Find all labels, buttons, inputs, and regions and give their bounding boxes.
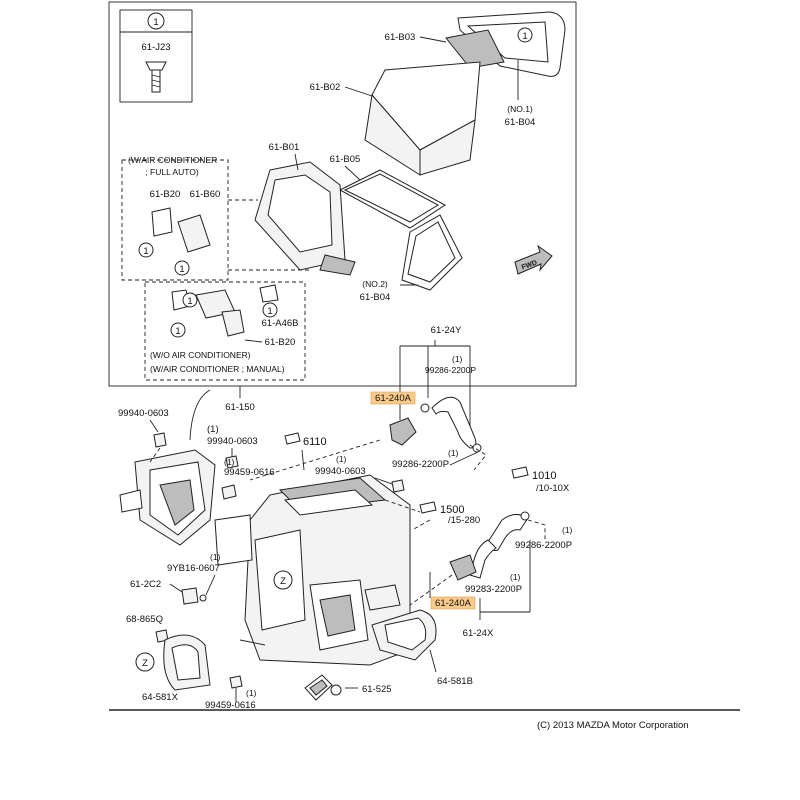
intake-61150 — [119, 449, 216, 546]
svg-text:61-B60: 61-B60 — [190, 189, 221, 200]
svg-text:68-865Q: 68-865Q — [126, 614, 163, 625]
svg-text:99286-2200P: 99286-2200P — [392, 459, 449, 470]
svg-text:Z: Z — [280, 576, 286, 587]
svg-text:61-J23: 61-J23 — [141, 42, 170, 53]
svg-text:(1): (1) — [210, 552, 221, 562]
svg-text:1: 1 — [143, 246, 148, 257]
svg-text:99940-0603: 99940-0603 — [207, 436, 258, 447]
svg-text:99283-2200P: 99283-2200P — [465, 584, 522, 595]
pipe-612c2: (1) 9YB16-0607 61-2C2 — [130, 552, 221, 605]
ref-1500: 1500 /15-280 — [411, 501, 480, 531]
svg-text:(1): (1) — [452, 354, 463, 364]
group-ac-full-auto: (W/AIR CONDITIONER ; FULL AUTO) 61-B20 6… — [121, 155, 310, 281]
svg-text:(NO.2): (NO.2) — [362, 279, 388, 289]
case-61b01: 61-B01 — [254, 142, 356, 276]
svg-text:61-24X: 61-24X — [463, 628, 494, 639]
svg-text:(W/AIR CONDITIONER ; MANUAL): (W/AIR CONDITIONER ; MANUAL) — [150, 364, 285, 374]
svg-text:61-B01: 61-B01 — [269, 142, 300, 153]
svg-text:61-B04: 61-B04 — [360, 292, 391, 303]
svg-text:6110: 6110 — [303, 436, 327, 448]
svg-text:99459-0616: 99459-0616 — [224, 467, 275, 478]
svg-text:99940-0603: 99940-0603 — [118, 408, 169, 419]
svg-text:/15-280: /15-280 — [448, 515, 480, 526]
case-61b02: 61-B02 — [310, 61, 481, 176]
svg-text:61-150: 61-150 — [225, 402, 255, 413]
svg-text:/10-10X: /10-10X — [536, 483, 570, 494]
svg-text:99286-2200P: 99286-2200P — [425, 365, 476, 375]
svg-text:(1): (1) — [510, 572, 521, 582]
svg-text:61-B05: 61-B05 — [330, 154, 361, 165]
clamp-99286-mid: (1) 99286-2200P — [392, 444, 487, 471]
svg-text:1500: 1500 — [440, 504, 464, 516]
svg-text:Z: Z — [142, 658, 148, 669]
svg-text:99286-2200P: 99286-2200P — [515, 540, 572, 551]
bolt-99940-right: (1) 99940-0603 — [315, 454, 405, 493]
drain-61525: 61-525 — [304, 674, 392, 701]
svg-text:61-B20: 61-B20 — [150, 189, 181, 200]
svg-text:(1): (1) — [448, 448, 459, 458]
dashed-connectors — [149, 439, 453, 606]
bolt-99459-upper: (1) 99459-0616 — [221, 457, 275, 500]
copyright-text: (C) 2013 MAZDA Motor Corporation — [537, 720, 689, 731]
heater-unit-main: Z — [214, 474, 411, 666]
svg-text:61-240A: 61-240A — [435, 598, 472, 609]
bolt-99940-center: (1) 99940-0603 — [207, 424, 258, 469]
svg-text:(1): (1) — [562, 525, 573, 535]
bolt-99940-left: 99940-0603 — [118, 408, 169, 448]
svg-text:99940-0603: 99940-0603 — [315, 466, 366, 477]
duct-64581x: Z 64-581X — [135, 634, 211, 703]
fwd-arrow: FWD — [514, 244, 553, 275]
svg-text:1: 1 — [179, 264, 184, 275]
case-61b04-no2: (NO.2) 61-B04 — [360, 214, 463, 303]
svg-text:1: 1 — [267, 306, 272, 317]
screw-61j23-box: 1 61-J23 — [119, 9, 193, 103]
bolt-99459-lower: (1) 99459-0616 — [205, 675, 257, 711]
svg-text:99459-0616: 99459-0616 — [205, 700, 256, 711]
svg-text:61-A46B: 61-A46B — [262, 318, 299, 329]
svg-text:1: 1 — [175, 326, 180, 337]
svg-text:1: 1 — [187, 296, 192, 307]
svg-text:61-B02: 61-B02 — [310, 82, 341, 93]
svg-text:64-581X: 64-581X — [142, 692, 179, 703]
svg-text:61-2C2: 61-2C2 — [130, 579, 161, 590]
clip-68865q: 68-865Q — [126, 614, 169, 643]
svg-text:1: 1 — [522, 31, 527, 42]
svg-text:1: 1 — [153, 17, 158, 28]
case-61b04-no1: 1 (NO.1) 61-B04 61-B03 — [385, 11, 566, 128]
group-ac-manual: 1 1 1 61-A46B 61-B20 (W/O AIR CONDITIONE… — [144, 281, 306, 381]
svg-text:61-B04: 61-B04 — [505, 117, 536, 128]
filter-61b05: 61-B05 — [330, 154, 446, 229]
svg-text:61-240A: 61-240A — [375, 393, 412, 404]
svg-text:61-24Y: 61-24Y — [431, 325, 462, 336]
svg-text:(NO.1): (NO.1) — [507, 104, 533, 114]
svg-text:64-581B: 64-581B — [437, 676, 473, 687]
hose-61-24y: 61-24Y (1) 99286-2200P 61-240A — [370, 325, 482, 453]
svg-text:(1): (1) — [207, 424, 219, 435]
svg-text:61-525: 61-525 — [362, 684, 392, 695]
svg-text:1010: 1010 — [532, 470, 556, 482]
hose-61-24x: (1) 99286-2200P (1) 99283-2200P 61-240A … — [429, 511, 573, 639]
duct-64581b: 64-581B — [371, 609, 473, 687]
svg-text:(1): (1) — [246, 688, 257, 698]
leader-61150: 61-150 — [189, 386, 255, 441]
svg-text:(1): (1) — [224, 457, 235, 467]
svg-text:(W/AIR CONDITIONER: (W/AIR CONDITIONER — [128, 155, 217, 165]
ref-1010: 1010 /10-10X — [511, 466, 570, 494]
ref-6110: 6110 — [284, 432, 327, 471]
svg-text:; FULL AUTO): ; FULL AUTO) — [145, 167, 199, 177]
upper-frame — [108, 1, 577, 387]
svg-text:9YB16-0607: 9YB16-0607 — [167, 563, 220, 574]
svg-text:61-B20: 61-B20 — [265, 337, 296, 348]
svg-text:(1): (1) — [336, 454, 347, 464]
svg-text:(W/O AIR CONDITIONER): (W/O AIR CONDITIONER) — [150, 350, 251, 360]
svg-text:61-B03: 61-B03 — [385, 32, 416, 43]
